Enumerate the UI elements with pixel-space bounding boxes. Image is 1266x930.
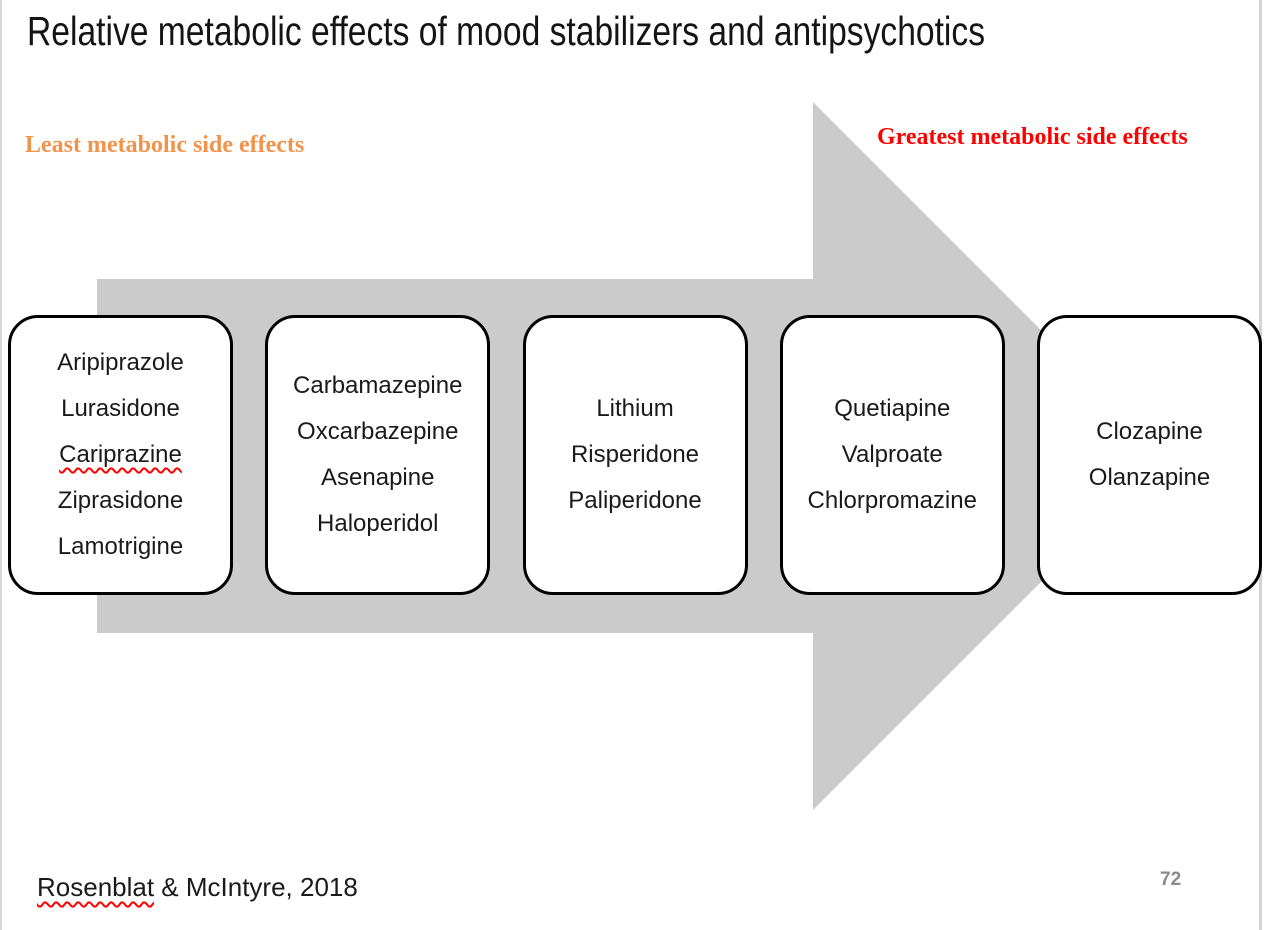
drug-name: Haloperidol [317,510,439,537]
drug-name: Aripiprazole [57,349,184,376]
drug-name: Cariprazine [59,441,182,468]
page-number: 72 [1160,869,1182,890]
drug-name: Olanzapine [1088,464,1211,491]
slide-left-edge [0,0,2,930]
drug-name: Lithium [596,395,674,422]
slide-title-text: Relative metabolic effects of mood stabi… [27,8,986,54]
citation: Rosenblat & McIntyre, 2018 [37,872,358,903]
citation-rest: & McIntyre, 2018 [154,872,358,902]
drug-name: Lurasidone [61,395,180,422]
drug-name: Paliperidone [568,487,702,514]
drug-name: Asenapine [321,464,435,491]
drug-name: Chlorpromazine [807,487,977,514]
drug-name: Quetiapine [834,395,951,422]
drug-name: Lamotrigine [57,533,184,560]
drug-name: Valproate [841,441,943,468]
drug-name: Risperidone [570,441,700,468]
drug-name: Carbamazepine [293,372,463,399]
least-side-effects-label: Least metabolic side effects [25,132,305,158]
citation-author: Rosenblat [37,872,155,902]
drug-name: Ziprasidone [57,487,184,514]
drug-name: Clozapine [1096,418,1203,445]
drug-name: Oxcarbazepine [297,418,459,445]
slide-title: Relative metabolic effects of mood stabi… [27,8,1195,55]
